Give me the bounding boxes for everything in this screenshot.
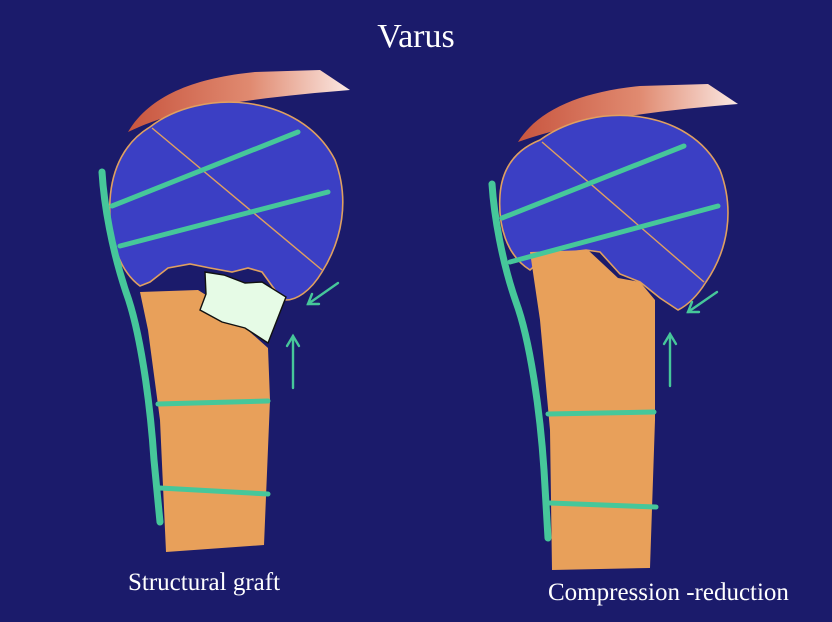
left-humeral-head	[108, 101, 344, 301]
right-plate	[488, 180, 552, 542]
left-diagonal-arrow	[306, 281, 340, 306]
left-structural-graft	[199, 271, 287, 345]
right-shaft-screw-upper	[545, 409, 657, 417]
left-fracture-line	[151, 127, 323, 271]
right-humeral-shaft	[530, 250, 655, 570]
right-up-arrow	[662, 331, 678, 388]
right-rotator-cuff	[518, 84, 738, 142]
left-panel	[98, 70, 350, 552]
right-humeral-head	[498, 114, 729, 311]
right-head-screw-upper	[499, 143, 687, 221]
left-rotator-cuff	[128, 70, 350, 132]
right-shaft-screw-lower	[547, 500, 659, 510]
right-diagonal-arrow	[686, 290, 719, 314]
left-shaft-screw-upper	[155, 398, 271, 407]
left-shaft-screw-lower	[157, 485, 271, 497]
left-up-arrow	[285, 333, 301, 390]
caption-structural-graft: Structural graft	[128, 569, 281, 596]
left-head-screw-upper	[109, 129, 301, 209]
right-head-screw-lower	[507, 203, 721, 265]
right-panel	[488, 84, 738, 570]
right-fracture-line	[541, 141, 705, 283]
left-plate	[98, 168, 164, 526]
left-head-screw-lower	[117, 189, 331, 249]
caption-compression-reduction: Compression -reduction	[548, 579, 789, 606]
slide-title: Varus	[377, 18, 455, 55]
